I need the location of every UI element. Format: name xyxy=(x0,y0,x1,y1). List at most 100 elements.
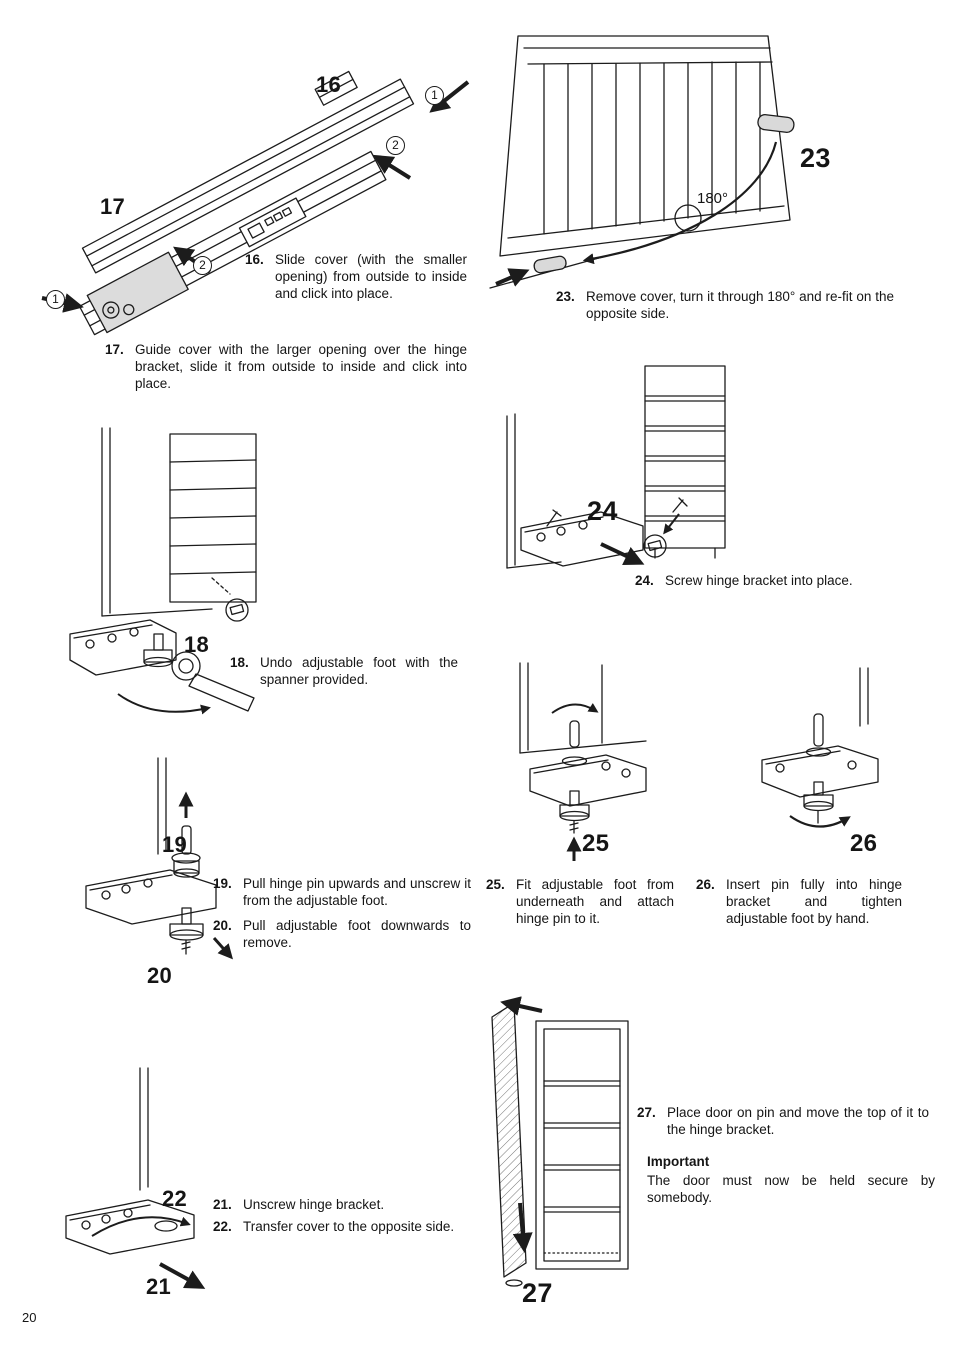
step-22-text: Transfer cover to the opposite side. xyxy=(243,1219,455,1234)
step-25-number: 25. xyxy=(486,877,505,892)
figure-place-door-27 xyxy=(484,995,649,1295)
fridge-corner xyxy=(139,1067,149,1191)
screw-detail xyxy=(643,497,688,558)
rear-cover-drawing xyxy=(489,35,795,289)
hinge-pin xyxy=(805,713,832,757)
step-26-text: Insert pin fully into hinge bracket and … xyxy=(726,877,902,926)
rotate-180-arrow-icon xyxy=(582,141,778,265)
step-23-number: 23. xyxy=(556,289,575,304)
fridge-corner xyxy=(519,662,647,754)
step-19: 19. Pull hinge pin upwards and unscrew i… xyxy=(213,875,471,909)
condenser-panel xyxy=(499,35,791,257)
important-title: Important xyxy=(647,1154,710,1169)
step-23: 23. Remove cover, turn it through 180° a… xyxy=(556,288,894,322)
pin-foot-drawing xyxy=(85,757,233,960)
step-24-number: 24. xyxy=(635,573,654,588)
door-swing-arrow-icon xyxy=(500,996,543,1016)
step-27-number: 27. xyxy=(637,1105,656,1120)
step-16: 16. Slide cover (with the smaller openin… xyxy=(245,251,467,302)
step-16-text: Slide cover (with the smaller opening) f… xyxy=(275,252,467,301)
figure-bracket-21-22 xyxy=(48,1067,293,1303)
page-number: 20 xyxy=(22,1310,37,1325)
figure-label-25: 25 xyxy=(582,830,610,857)
step-21-number: 21. xyxy=(213,1197,232,1212)
arrow-icon xyxy=(429,80,470,113)
adjustable-foot xyxy=(803,781,834,824)
figure-fit-foot-25 xyxy=(494,662,694,875)
step-21: 21. Unscrew hinge bracket. xyxy=(213,1196,471,1213)
adjustable-foot xyxy=(169,907,204,955)
turn-arrow-icon xyxy=(117,693,211,715)
step-19-text: Pull hinge pin upwards and unscrew it fr… xyxy=(243,876,471,908)
transfer-arrow-icon xyxy=(91,1216,191,1237)
fit-foot-drawing xyxy=(519,662,647,861)
bracket-drawing xyxy=(65,1067,206,1289)
figure-spanner-foot-18 xyxy=(62,427,327,723)
remove-arrow-icon xyxy=(159,1262,206,1289)
step-20: 20. Pull adjustable foot downwards to re… xyxy=(213,917,471,951)
hinge-pin xyxy=(561,720,588,766)
figure-label-22: 22 xyxy=(162,1186,188,1211)
step-26-number: 26. xyxy=(696,877,715,892)
step-18-number: 18. xyxy=(230,655,249,670)
refitted-cover xyxy=(533,255,567,274)
figure-label-26: 26 xyxy=(850,830,878,857)
spanner-tool xyxy=(171,651,255,712)
figure-label-24: 24 xyxy=(587,496,618,526)
hinge-bracket-plate xyxy=(529,754,647,807)
important-text: The door must now be held secure by some… xyxy=(647,1173,935,1205)
rotation-angle-label: 180° xyxy=(697,190,729,207)
pull-down-arrow-icon xyxy=(212,937,233,960)
figure-slide-covers-16-17 xyxy=(38,36,473,336)
figure-label-16: 16 xyxy=(316,72,342,97)
open-door xyxy=(491,1002,527,1287)
fridge-edge xyxy=(157,757,167,855)
step-25: 25. Fit adjustable foot from underneath … xyxy=(486,876,674,927)
figure-label-21: 21 xyxy=(146,1274,172,1299)
figure-rear-cover-23 xyxy=(488,34,838,296)
door-drop-arrow-icon xyxy=(512,1202,533,1253)
hinge-pin xyxy=(171,825,201,878)
hinge-bracket-plate xyxy=(65,1199,195,1255)
callout-2-marker: 2 xyxy=(386,136,405,155)
figure-label-20: 20 xyxy=(147,963,173,988)
figure-label-19: 19 xyxy=(162,832,188,857)
step-25-text: Fit adjustable foot from underneath and … xyxy=(516,877,674,926)
step-22: 22. Transfer cover to the opposite side. xyxy=(213,1218,471,1235)
step-20-number: 20. xyxy=(213,918,232,933)
step-24: 24. Screw hinge bracket into place. xyxy=(635,572,885,589)
hinge-cover xyxy=(757,114,795,133)
figure-label-27: 27 xyxy=(522,1278,553,1308)
cover-hole xyxy=(674,204,702,232)
callout-1-marker: 1 xyxy=(46,290,65,309)
hinge-bracket-plate xyxy=(761,745,879,798)
hinge-bracket-plate xyxy=(85,869,217,925)
attach-pin-arrow-icon xyxy=(551,703,599,714)
step-16-number: 16. xyxy=(245,252,264,267)
cabinet-with-shelves xyxy=(535,1020,629,1270)
step-27-text: Place door on pin and move the top of it… xyxy=(667,1105,929,1137)
figure-tighten-foot-26 xyxy=(740,667,922,873)
fridge-bottom-outline xyxy=(101,427,257,622)
slide-rail-assembly xyxy=(78,70,415,336)
adjustable-foot xyxy=(559,790,590,834)
step-17-number: 17. xyxy=(105,342,124,357)
refit-arrow-icon xyxy=(495,268,530,287)
figure-label-17: 17 xyxy=(100,194,126,219)
fridge-rack xyxy=(506,365,726,569)
step-24-text: Screw hinge bracket into place. xyxy=(665,573,853,588)
arrow-icon xyxy=(372,154,412,180)
fit-arrow-icon xyxy=(600,542,645,566)
step-27: 27. Place door on pin and move the top o… xyxy=(637,1104,929,1138)
callout-1-marker: 1 xyxy=(425,86,444,105)
callout-2-marker: 2 xyxy=(193,256,212,275)
hinge-bracket-with-foot xyxy=(69,619,177,676)
step-26: 26. Insert pin fully into hinge bracket … xyxy=(696,876,902,927)
figure-pin-foot-19-20 xyxy=(58,757,313,990)
step-18: 18. Undo adjustable foot with the spanne… xyxy=(230,654,458,688)
screw-arrow-icon xyxy=(663,513,680,535)
hinge-bracket-plate xyxy=(520,509,644,567)
place-door-drawing xyxy=(491,996,629,1287)
tighten-arrow-icon xyxy=(789,815,851,828)
tighten-foot-drawing xyxy=(761,667,879,828)
